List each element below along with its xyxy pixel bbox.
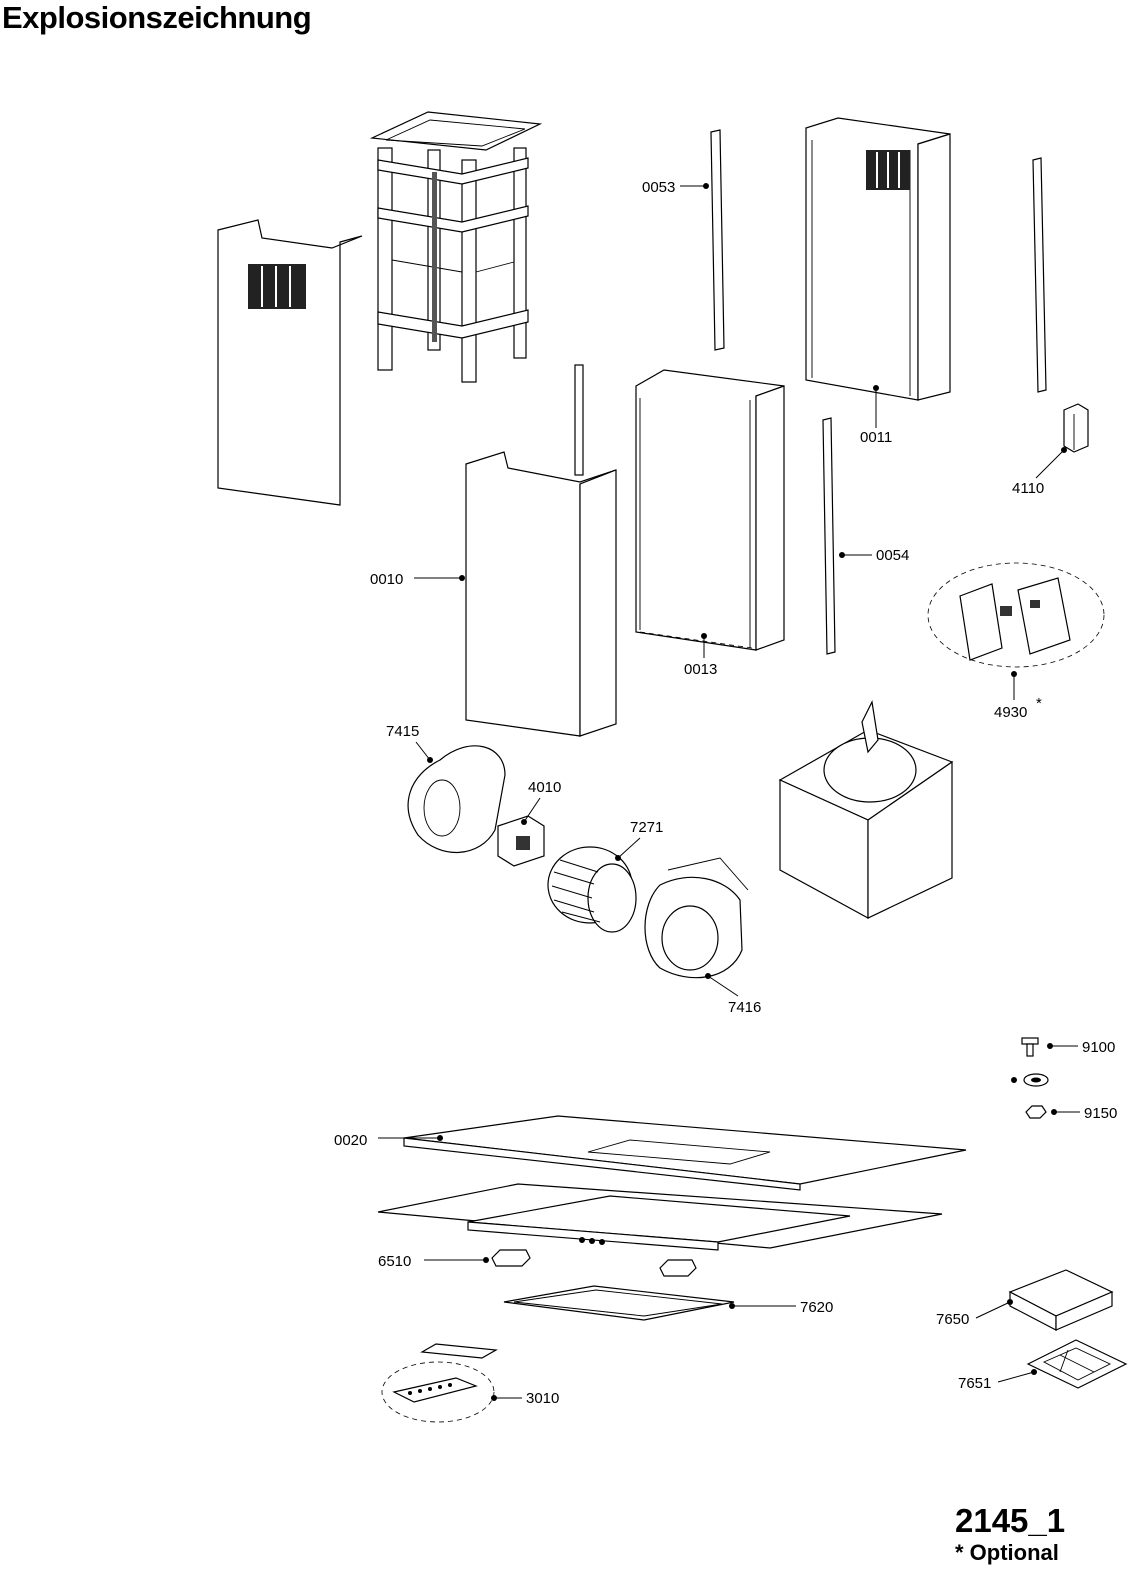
callout-7415: 7415 — [386, 723, 433, 763]
motor-box-housing-drawing — [778, 700, 954, 920]
fan-wheel-7271-drawing — [547, 846, 637, 933]
front-chimney-cover-0010-drawing — [465, 364, 617, 737]
svg-text:0011: 0011 — [860, 429, 892, 446]
rear-chimney-cover-drawing — [217, 219, 363, 506]
optional-note: * Optional — [955, 1540, 1059, 1565]
svg-text:4110: 4110 — [1012, 480, 1044, 497]
inner-cover-0013-drawing — [635, 369, 785, 651]
callout-7651: 7651 — [958, 1369, 1037, 1392]
callout-4110: 4110 — [1012, 447, 1067, 497]
control-board-4930-drawing — [927, 562, 1105, 668]
blower-housing-7415-drawing — [407, 745, 506, 854]
callout-9150: 9150 — [1051, 1105, 1117, 1122]
callout-7650: 7650 — [936, 1299, 1013, 1328]
svg-text:7271: 7271 — [630, 819, 663, 836]
svg-text:0053: 0053 — [642, 179, 675, 196]
rail-0053-drawing — [710, 129, 725, 351]
hood-tray-drawing — [377, 1183, 943, 1251]
callout-6510: 6510 — [378, 1253, 489, 1270]
svg-text:9100: 9100 — [1082, 1039, 1115, 1056]
mounting-frame-drawing — [369, 111, 543, 383]
svg-text:0020: 0020 — [334, 1132, 367, 1149]
vent-grille-icon — [866, 150, 910, 190]
svg-text:9150: 9150 — [1084, 1105, 1117, 1122]
callout-4010: 4010 — [521, 779, 561, 825]
svg-text:7416: 7416 — [728, 999, 761, 1016]
switch-4110-drawing — [1063, 403, 1089, 453]
carbon-filter-7650-drawing — [1008, 1269, 1114, 1331]
callout-0011: 0011 — [860, 385, 892, 446]
svg-text:7620: 7620 — [800, 1299, 833, 1316]
svg-text:4010: 4010 — [528, 779, 561, 796]
callout-7620: 7620 — [729, 1299, 833, 1316]
svg-text:0054: 0054 — [876, 547, 909, 564]
drawing-code: 2145_1 — [955, 1502, 1066, 1539]
callout-9100: 9100 — [1047, 1039, 1115, 1056]
rail-0054-drawing — [822, 417, 836, 655]
control-unit-3010-drawing — [381, 1343, 498, 1423]
svg-text:7650: 7650 — [936, 1311, 969, 1328]
blower-housing-7416-drawing — [644, 857, 749, 979]
page-title: Explosionszeichnung — [2, 0, 312, 35]
optional-asterisk: * — [1036, 695, 1042, 712]
callout-3010: 3010 — [491, 1390, 559, 1407]
callout-0054: 0054 — [839, 547, 909, 564]
grease-filter-7620-drawing — [503, 1285, 735, 1321]
vent-grille-icon — [248, 264, 306, 309]
fastener-9100-drawing — [1021, 1037, 1039, 1057]
right-rail-drawing — [1032, 157, 1047, 393]
svg-text:0010: 0010 — [370, 571, 403, 588]
svg-text:4930: 4930 — [994, 704, 1027, 721]
callout-0010: 0010 — [370, 571, 465, 588]
glass-panel-0020-drawing — [403, 1115, 967, 1191]
motor-4010-drawing — [497, 815, 545, 867]
callout-0053: 0053 — [642, 179, 709, 196]
svg-text:7651: 7651 — [958, 1375, 991, 1392]
lamp-6510-drawing — [491, 1249, 697, 1277]
upper-cover-0011-drawing — [805, 117, 951, 401]
callout-0013: 0013 — [684, 633, 717, 678]
callout-4930: 4930 * — [994, 671, 1042, 721]
nut-9150-drawing — [1025, 1105, 1047, 1119]
callout-washer — [1011, 1077, 1017, 1083]
callout-0020: 0020 — [334, 1132, 443, 1149]
callout-7416: 7416 — [705, 973, 761, 1016]
washer-drawing — [1023, 1073, 1049, 1087]
svg-text:3010: 3010 — [526, 1390, 559, 1407]
callout-7271: 7271 — [615, 819, 663, 861]
svg-text:6510: 6510 — [378, 1253, 411, 1270]
filter-frame-7651-drawing — [1026, 1339, 1128, 1389]
svg-text:7415: 7415 — [386, 723, 419, 740]
svg-text:0013: 0013 — [684, 661, 717, 678]
